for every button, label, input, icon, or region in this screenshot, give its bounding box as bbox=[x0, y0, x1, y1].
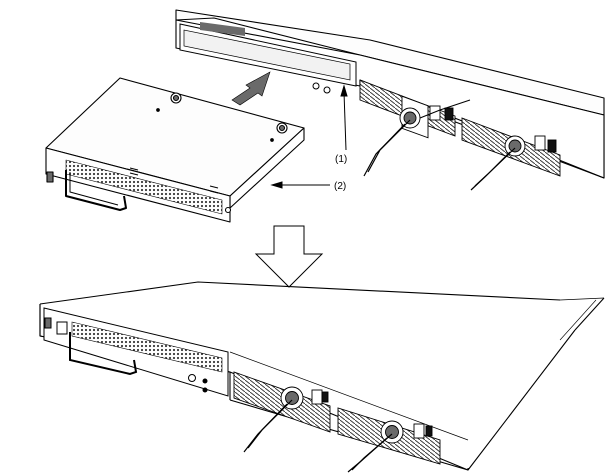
psu-installed-top-b bbox=[461, 117, 561, 177]
psu-installed-top-a bbox=[359, 79, 456, 139]
hollow-down-arrow-icon bbox=[254, 225, 324, 288]
callout-1: (1) bbox=[335, 154, 347, 165]
callout-leaders bbox=[270, 84, 348, 189]
empty-slot bbox=[179, 22, 357, 94]
psu-installed-bottom-a bbox=[233, 371, 331, 433]
psu-module bbox=[45, 77, 305, 223]
solid-arrow-icon bbox=[231, 71, 271, 106]
power-cords-bottom bbox=[243, 399, 393, 473]
power-cords-top bbox=[363, 99, 516, 191]
psu-module-installed bbox=[43, 307, 229, 397]
chassis-bottom bbox=[39, 281, 605, 471]
callout-2: (2) bbox=[334, 181, 346, 192]
